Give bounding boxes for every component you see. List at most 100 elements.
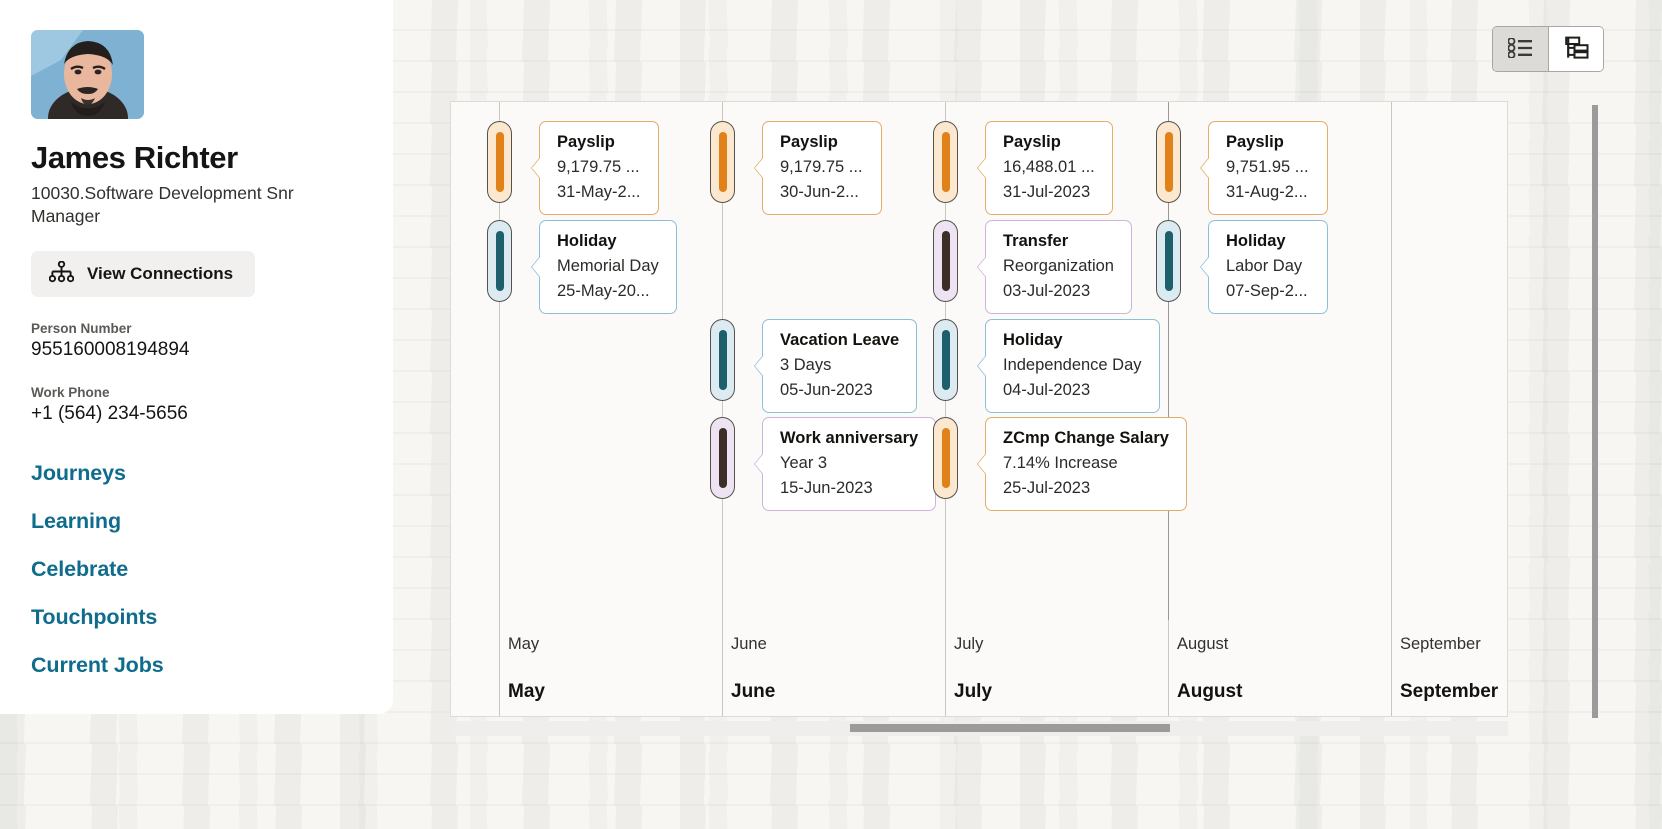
event-title: Work anniversary — [780, 429, 919, 447]
month-label-top-august: August — [1168, 620, 1391, 668]
timeline-marker[interactable] — [933, 121, 958, 203]
event-date: 15-Jun-2023 — [780, 479, 873, 497]
month-gridline-september — [1391, 102, 1392, 716]
work-phone-field: Work Phone +1 (564) 234-5656 — [31, 385, 362, 425]
timeline-marker-bar — [941, 231, 950, 291]
month-label-bottom-august: August — [1168, 668, 1391, 716]
vertical-scrollbar-thumb[interactable] — [1592, 105, 1598, 718]
job-title: 10030.Software Development Snr Manager — [31, 183, 294, 227]
month-label-bottom-june: June — [722, 668, 945, 716]
month-label-top-may: May — [499, 620, 722, 668]
card-notch-inner — [978, 256, 988, 278]
event-title: Holiday — [1226, 232, 1286, 250]
card-notch-inner — [532, 157, 542, 179]
event-date: 03-Jul-2023 — [1003, 282, 1091, 300]
sidebar-item-celebrate[interactable]: Celebrate — [31, 556, 129, 581]
month-label-top-july: July — [945, 620, 1168, 668]
event-detail: Memorial Day — [557, 257, 659, 275]
vertical-scrollbar[interactable] — [1592, 105, 1598, 718]
timeline-marker-bar — [718, 428, 727, 488]
hierarchy-chart-icon — [1563, 36, 1590, 62]
sidebar-item-learning[interactable]: Learning — [31, 508, 121, 533]
card-notch-inner — [755, 453, 765, 475]
timeline-marker[interactable] — [1156, 220, 1181, 302]
event-title: Payslip — [557, 133, 615, 151]
timeline-marker[interactable] — [710, 417, 735, 499]
work-phone-value: +1 (564) 234-5656 — [31, 402, 188, 424]
card-notch-inner — [755, 355, 765, 377]
event-title: Payslip — [1003, 133, 1061, 151]
timeline-event-card[interactable]: ZCmp Change Salary 7.14% Increase 25-Jul-2… — [977, 417, 1187, 511]
chart-view-button[interactable] — [1548, 27, 1603, 71]
timeline-marker[interactable] — [487, 121, 512, 203]
list-view-button[interactable] — [1493, 27, 1548, 71]
sidebar-item-current-jobs[interactable]: Current Jobs — [31, 652, 164, 677]
card-notch-inner — [1201, 157, 1211, 179]
timeline-marker-bar — [1164, 132, 1173, 192]
timeline-marker-bar — [495, 132, 504, 192]
timeline-marker-bar — [1164, 231, 1173, 291]
event-title: Payslip — [780, 133, 838, 151]
org-chart-icon — [48, 260, 75, 287]
event-detail: 9,179.75 ... — [780, 158, 863, 176]
horizontal-scrollbar-thumb[interactable] — [850, 724, 1170, 732]
month-label-top-june: June — [722, 620, 945, 668]
sidebar-item-journeys[interactable]: Journeys — [31, 460, 126, 485]
person-number-label: Person Number — [31, 320, 132, 336]
event-title: Holiday — [557, 232, 617, 250]
timeline-marker-bar — [941, 330, 950, 390]
card-notch-inner — [978, 157, 988, 179]
person-number-value: 955160008194894 — [31, 338, 190, 360]
timeline-marker[interactable] — [710, 319, 735, 401]
timeline-marker-bar — [718, 330, 727, 390]
view-connections-button[interactable]: View Connections — [31, 250, 256, 297]
timeline-marker[interactable] — [933, 220, 958, 302]
event-title: ZCmp Change Salary — [1003, 429, 1169, 447]
timeline-marker-bar — [495, 231, 504, 291]
event-date: 25-May-20... — [557, 282, 650, 300]
card-notch-inner — [532, 256, 542, 278]
profile-sidebar: James Richter 10030.Software Development… — [0, 0, 393, 714]
event-detail: Independence Day — [1003, 356, 1142, 374]
event-detail: 7.14% Increase — [1003, 454, 1118, 472]
month-gridline-june — [722, 102, 723, 716]
month-gridline-may — [499, 102, 500, 716]
event-date: 04-Jul-2023 — [1003, 381, 1091, 399]
horizontal-scrollbar[interactable] — [450, 721, 1508, 736]
event-date: 30-Jun-2... — [780, 183, 859, 201]
event-date: 31-Aug-2... — [1226, 183, 1308, 201]
card-notch-inner — [1201, 256, 1211, 278]
timeline-marker[interactable] — [1156, 121, 1181, 203]
timeline-marker[interactable] — [933, 417, 958, 499]
event-date: 25-Jul-2023 — [1003, 479, 1091, 497]
month-label-top-september: September — [1391, 620, 1507, 668]
event-date: 05-Jun-2023 — [780, 381, 873, 399]
work-phone-label: Work Phone — [31, 384, 110, 400]
timeline-marker[interactable] — [933, 319, 958, 401]
timeline-event-card[interactable]: Payslip 9,179.75 ... 30-Jun-2... — [754, 121, 882, 215]
event-detail: Labor Day — [1226, 257, 1303, 275]
person-number-field: Person Number 955160008194894 — [31, 321, 362, 361]
timeline-marker[interactable] — [487, 220, 512, 302]
timeline-marker[interactable] — [710, 121, 735, 203]
sidebar-item-touchpoints[interactable]: Touchpoints — [31, 604, 158, 629]
sidebar-nav: Journeys Learning Celebrate Touchpoints … — [31, 461, 362, 678]
event-detail: Year 3 — [780, 454, 828, 472]
event-detail: 16,488.01 ... — [1003, 158, 1095, 176]
